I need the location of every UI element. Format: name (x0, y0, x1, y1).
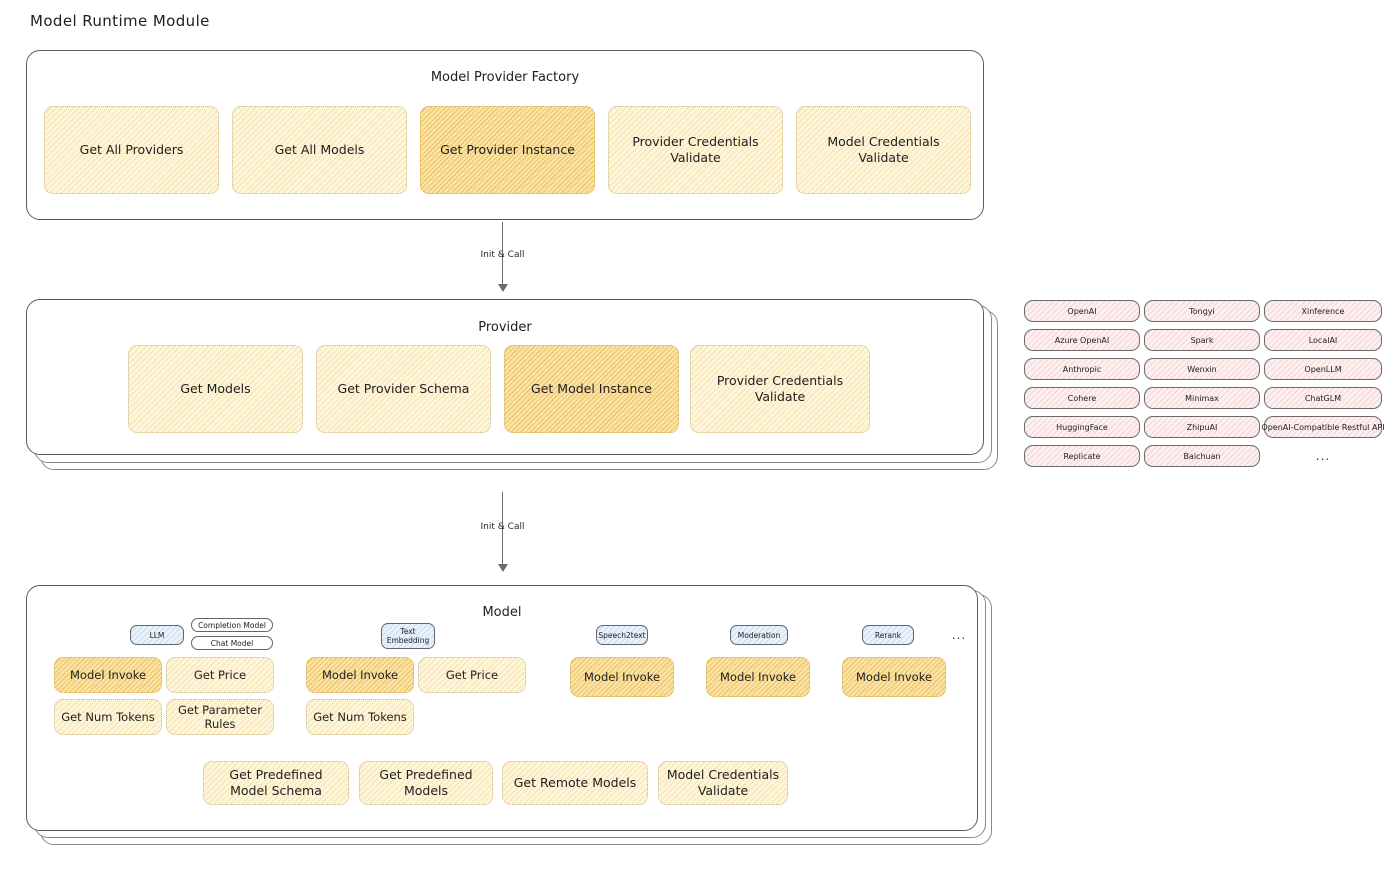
provider-card-get-models[interactable]: Get Models (128, 345, 303, 433)
model-sub-badge-chat-model[interactable]: Chat Model (191, 636, 273, 650)
provider-list-more: ... (1315, 449, 1331, 463)
factory-card-get-all-providers[interactable]: Get All Providers (44, 106, 219, 194)
model-title: Model (482, 605, 522, 620)
model-op-llm-get-num-tokens[interactable]: Get Num Tokens (54, 699, 162, 735)
arrow-head-icon (498, 284, 508, 292)
provider-chip-baichuan[interactable]: Baichuan (1144, 445, 1260, 467)
factory-card-get-all-models[interactable]: Get All Models (232, 106, 407, 194)
factory-card-model-credentials-validate[interactable]: Model Credentials Validate (796, 106, 971, 194)
provider-card-get-provider-schema[interactable]: Get Provider Schema (316, 345, 491, 433)
model-op-moderation-model-invoke[interactable]: Model Invoke (706, 657, 810, 697)
provider-chip-zhipuai[interactable]: ZhipuAI (1144, 416, 1260, 438)
model-type-badge-text-embedding[interactable]: Text Embedding (381, 623, 435, 649)
provider-chip-xinference[interactable]: Xinference (1264, 300, 1382, 322)
arrow-shaft (502, 492, 504, 568)
provider-card-get-model-instance[interactable]: Get Model Instance (504, 345, 679, 433)
model-op-llm-model-invoke[interactable]: Model Invoke (54, 657, 162, 693)
model-type-badge-llm[interactable]: LLM (130, 625, 184, 645)
arrow-label-init-call-top: Init & Call (480, 250, 525, 260)
provider-card-provider-credentials-validate[interactable]: Provider Credentials Validate (690, 345, 870, 433)
provider-chip-spark[interactable]: Spark (1144, 329, 1260, 351)
provider-chip-cohere[interactable]: Cohere (1024, 387, 1140, 409)
model-type-badge-speech2text[interactable]: Speech2text (596, 625, 648, 645)
provider-chip-anthropic[interactable]: Anthropic (1024, 358, 1140, 380)
arrow-label-init-call-bottom: Init & Call (480, 522, 525, 532)
model-type-badge-rerank[interactable]: Rerank (862, 625, 914, 645)
model-op-text-embedding-get-price[interactable]: Get Price (418, 657, 526, 693)
arrow-head-icon (498, 564, 508, 572)
model-op-rerank-model-invoke[interactable]: Model Invoke (842, 657, 946, 697)
provider-chip-openllm[interactable]: OpenLLM (1264, 358, 1382, 380)
factory-card-get-provider-instance[interactable]: Get Provider Instance (420, 106, 595, 194)
model-common-op-model-credentials-validate[interactable]: Model Credentials Validate (658, 761, 788, 805)
provider-chip-chatglm[interactable]: ChatGLM (1264, 387, 1382, 409)
model-op-llm-get-parameter-rules[interactable]: Get Parameter Rules (166, 699, 274, 735)
model-op-speech2text-model-invoke[interactable]: Model Invoke (570, 657, 674, 697)
model-common-op-get-predefined-model-schema[interactable]: Get Predefined Model Schema (203, 761, 349, 805)
model-types-more: ... (951, 628, 967, 642)
provider-chip-openai[interactable]: OpenAI (1024, 300, 1140, 322)
model-op-text-embedding-get-num-tokens[interactable]: Get Num Tokens (306, 699, 414, 735)
provider-chip-huggingface[interactable]: HuggingFace (1024, 416, 1140, 438)
provider-chip-minimax[interactable]: Minimax (1144, 387, 1260, 409)
model-provider-factory-title: Model Provider Factory (430, 70, 580, 85)
model-common-op-get-predefined-models[interactable]: Get Predefined Models (359, 761, 493, 805)
model-type-badge-moderation[interactable]: Moderation (730, 625, 788, 645)
model-common-op-get-remote-models[interactable]: Get Remote Models (502, 761, 648, 805)
arrow-shaft (502, 222, 504, 288)
provider-chip-tongyi[interactable]: Tongyi (1144, 300, 1260, 322)
model-op-text-embedding-model-invoke[interactable]: Model Invoke (306, 657, 414, 693)
page-title: Model Runtime Module (30, 12, 210, 30)
provider-chip-wenxin[interactable]: Wenxin (1144, 358, 1260, 380)
model-sub-badge-completion-model[interactable]: Completion Model (191, 618, 273, 632)
arrow-factory-to-provider: Init & Call (440, 222, 570, 296)
provider-chip-openai-compatible-restful-api[interactable]: OpenAI-Compatible Restful API (1261, 416, 1385, 438)
provider-chip-replicate[interactable]: Replicate (1024, 445, 1140, 467)
model-op-llm-get-price[interactable]: Get Price (166, 657, 274, 693)
provider-chip-localai[interactable]: LocalAI (1264, 329, 1382, 351)
provider-chip-azure-openai[interactable]: Azure OpenAI (1024, 329, 1140, 351)
factory-card-provider-credentials-validate[interactable]: Provider Credentials Validate (608, 106, 783, 194)
provider-title: Provider (478, 320, 532, 335)
arrow-provider-to-model: Init & Call (440, 492, 570, 584)
